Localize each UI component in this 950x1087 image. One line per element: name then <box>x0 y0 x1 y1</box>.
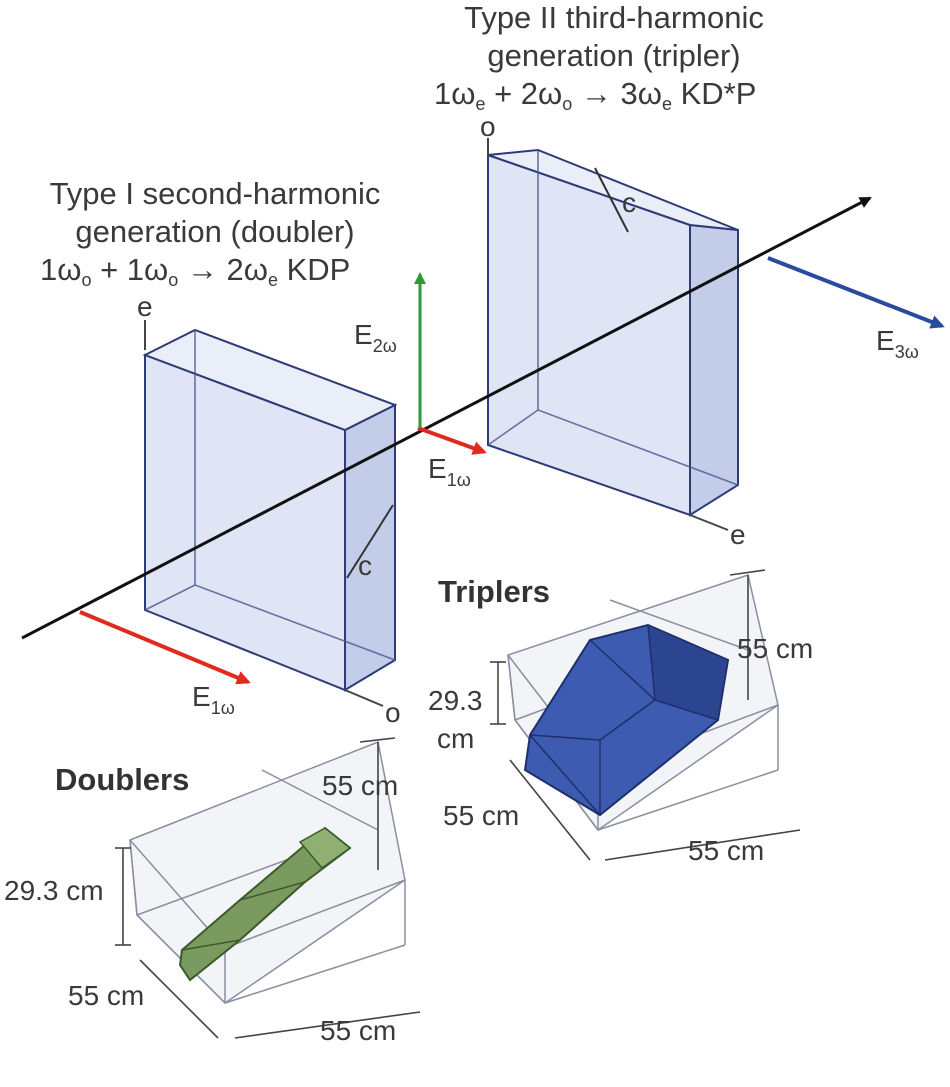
e1w-input-arrow <box>79 610 251 685</box>
doubler-title-line1: Type I second-harmonic <box>50 176 381 211</box>
triplers-box <box>490 569 801 861</box>
doublers-height-label: 29.3 cm <box>4 875 104 906</box>
doublers-heading: Doublers <box>55 762 189 797</box>
doubler-c-axis-line <box>346 504 394 579</box>
doublers-depth-label: 55 cm <box>322 770 398 801</box>
laser-beam <box>21 196 872 640</box>
doubler-o-axis-label: o <box>385 697 401 728</box>
tripler-e-axis-label: e <box>730 519 746 550</box>
e3w-label: E3ω <box>876 325 919 362</box>
tripler-crystal <box>487 138 739 531</box>
e2w-label: E2ω <box>354 319 397 356</box>
e1w-mid-label: E1ω <box>428 453 471 490</box>
doublers-side-label: 55 cm <box>68 980 144 1011</box>
e3w-arrow <box>767 256 945 329</box>
doubler-o-axis-tick <box>344 689 384 707</box>
triplers-height-unit: cm <box>437 723 474 754</box>
tripler-title-line1: Type II third-harmonic <box>464 0 764 35</box>
tripler-e-axis-tick <box>689 514 729 531</box>
tripler-c-axis-line <box>594 167 629 233</box>
doubler-equation: 1ωo + 1ωo → 2ωe KDP <box>40 252 350 290</box>
tripler-c-axis-label: c <box>622 187 636 218</box>
triplers-width-label: 55 cm <box>688 835 764 866</box>
doubler-title-line2: generation (doubler) <box>75 214 354 249</box>
triplers-depth-label: 55 cm <box>737 633 813 664</box>
tripler-equation: 1ωe + 2ωo → 3ωe KD*P <box>434 76 756 114</box>
e1w-input-label: E1ω <box>192 681 235 718</box>
triplers-height-value: 29.3 <box>428 685 483 716</box>
triplers-side-label: 55 cm <box>443 800 519 831</box>
doubler-e-axis-label: e <box>137 291 153 322</box>
tripler-o-axis-label: o <box>480 111 496 142</box>
tripler-title-line2: generation (tripler) <box>487 38 740 73</box>
e1w-mid-arrow <box>417 426 487 455</box>
triplers-heading: Triplers <box>438 574 550 609</box>
doubler-crystal <box>142 320 398 707</box>
doubler-c-axis-label: c <box>358 550 372 581</box>
doublers-box <box>115 737 421 1039</box>
doublers-width-label: 55 cm <box>320 1015 396 1046</box>
